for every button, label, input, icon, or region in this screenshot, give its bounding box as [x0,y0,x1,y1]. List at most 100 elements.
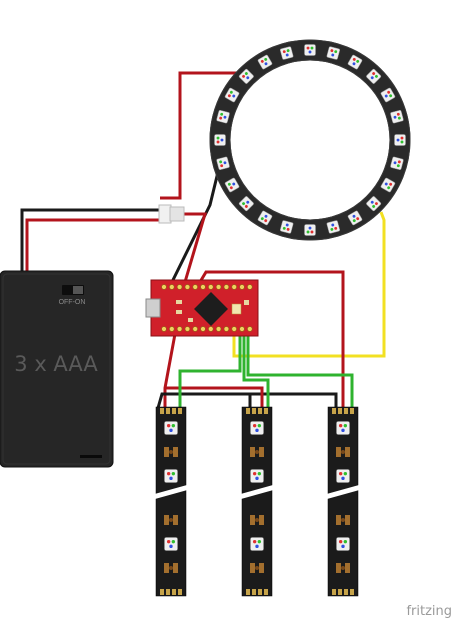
rgb-led [257,210,273,226]
rgb-led [390,110,404,124]
rgb-led [336,537,350,551]
rgb-led [366,196,382,212]
rgb-led [326,46,340,60]
header-pin[interactable] [169,326,175,332]
rgb-led [214,134,226,146]
wire-green-right [246,334,354,408]
wire-green-left [178,334,242,408]
wire-green-mid [242,334,270,408]
strip-pad[interactable] [252,408,256,414]
header-pins-bottom [161,326,253,332]
rgb-led [326,220,340,234]
strip-cut-mark [238,484,276,500]
rgb-led [336,421,350,435]
header-pin[interactable] [231,284,237,290]
header-pin[interactable] [231,326,237,332]
ring-leds [214,44,406,236]
header-pin[interactable] [184,326,191,332]
power-switch[interactable] [62,285,84,295]
header-pin[interactable] [161,284,167,290]
strip-pad[interactable] [166,408,170,414]
header-pin[interactable] [176,284,183,290]
rgb-led [390,156,404,170]
header-pin[interactable] [176,326,183,332]
wire-ring-data-yellow [232,211,386,358]
strip-pad[interactable] [350,408,354,414]
strip-pad[interactable] [332,408,336,414]
wire-red-board-right [198,270,345,408]
rgb-led [164,421,178,435]
battery-label: 3 x AAA [14,352,98,376]
wire-red-board-left [163,333,177,408]
strip-pad[interactable] [264,408,268,414]
header-pin[interactable] [215,326,222,332]
header-pin[interactable] [239,284,245,290]
strip-pad[interactable] [246,408,250,414]
strip-pad[interactable] [172,408,176,414]
strip-component [336,563,350,573]
header-pin[interactable] [223,284,230,290]
header-pin[interactable] [215,284,222,290]
strip-pad[interactable] [258,408,262,414]
strip-component [250,515,264,525]
rgb-led [347,210,363,226]
wire-red-mid [165,386,264,408]
strip-cut-mark [152,484,190,500]
rgb-led [238,196,254,212]
header-pin[interactable] [208,284,214,290]
rgb-led [394,134,406,146]
strip-pad[interactable] [178,408,182,414]
wire-battery-black [20,208,160,272]
rgb-led [224,177,240,193]
header-pin[interactable] [161,326,167,332]
wire-conn-red [183,212,208,283]
rgb-led [304,224,316,236]
rgb-led [380,87,396,103]
header-pin[interactable] [208,326,214,332]
header-pin[interactable] [239,326,245,332]
wires [20,71,386,409]
rgb-led [250,537,264,551]
rgb-led [164,469,178,483]
header-pin[interactable] [247,284,253,290]
header-pin[interactable] [184,284,191,290]
jst-connector [158,204,185,224]
usb-port[interactable] [145,298,161,318]
battery-pack: OFF-ON 3 x AAA [0,270,114,468]
rgb-led [347,54,363,70]
header-pin[interactable] [192,284,198,290]
rgb-led [366,68,382,84]
strip-component [250,447,264,457]
header-pin[interactable] [169,284,175,290]
microcontroller-chip [194,292,228,326]
strip-component [336,447,350,457]
strip-component [164,563,178,573]
rgb-led [304,44,316,56]
led-strip-2 [238,406,276,597]
neopixel-ring [209,39,411,241]
rgb-led [250,469,264,483]
led-strips [152,406,362,597]
strip-pad[interactable] [338,408,342,414]
header-pin[interactable] [192,326,198,332]
fritzing-logo: fritzing [406,604,452,619]
wire-ring-power-red [160,71,250,200]
pro-micro-board [145,279,259,337]
rgb-led [164,537,178,551]
rgb-led [280,46,294,60]
strip-component [250,563,264,573]
header-pin[interactable] [200,284,206,290]
rgb-led [216,110,230,124]
led-strip-3 [324,406,362,597]
header-pin[interactable] [200,326,206,332]
rgb-led [238,68,254,84]
strip-pad[interactable] [160,408,164,414]
strip-component [164,515,178,525]
header-pin[interactable] [247,326,253,332]
led-strip-1 [152,406,190,597]
wire-gnd-rail [156,392,338,409]
strip-pad[interactable] [344,408,348,414]
strip-component [164,447,178,457]
header-pin[interactable] [223,326,230,332]
strip-cut-mark [324,484,362,500]
